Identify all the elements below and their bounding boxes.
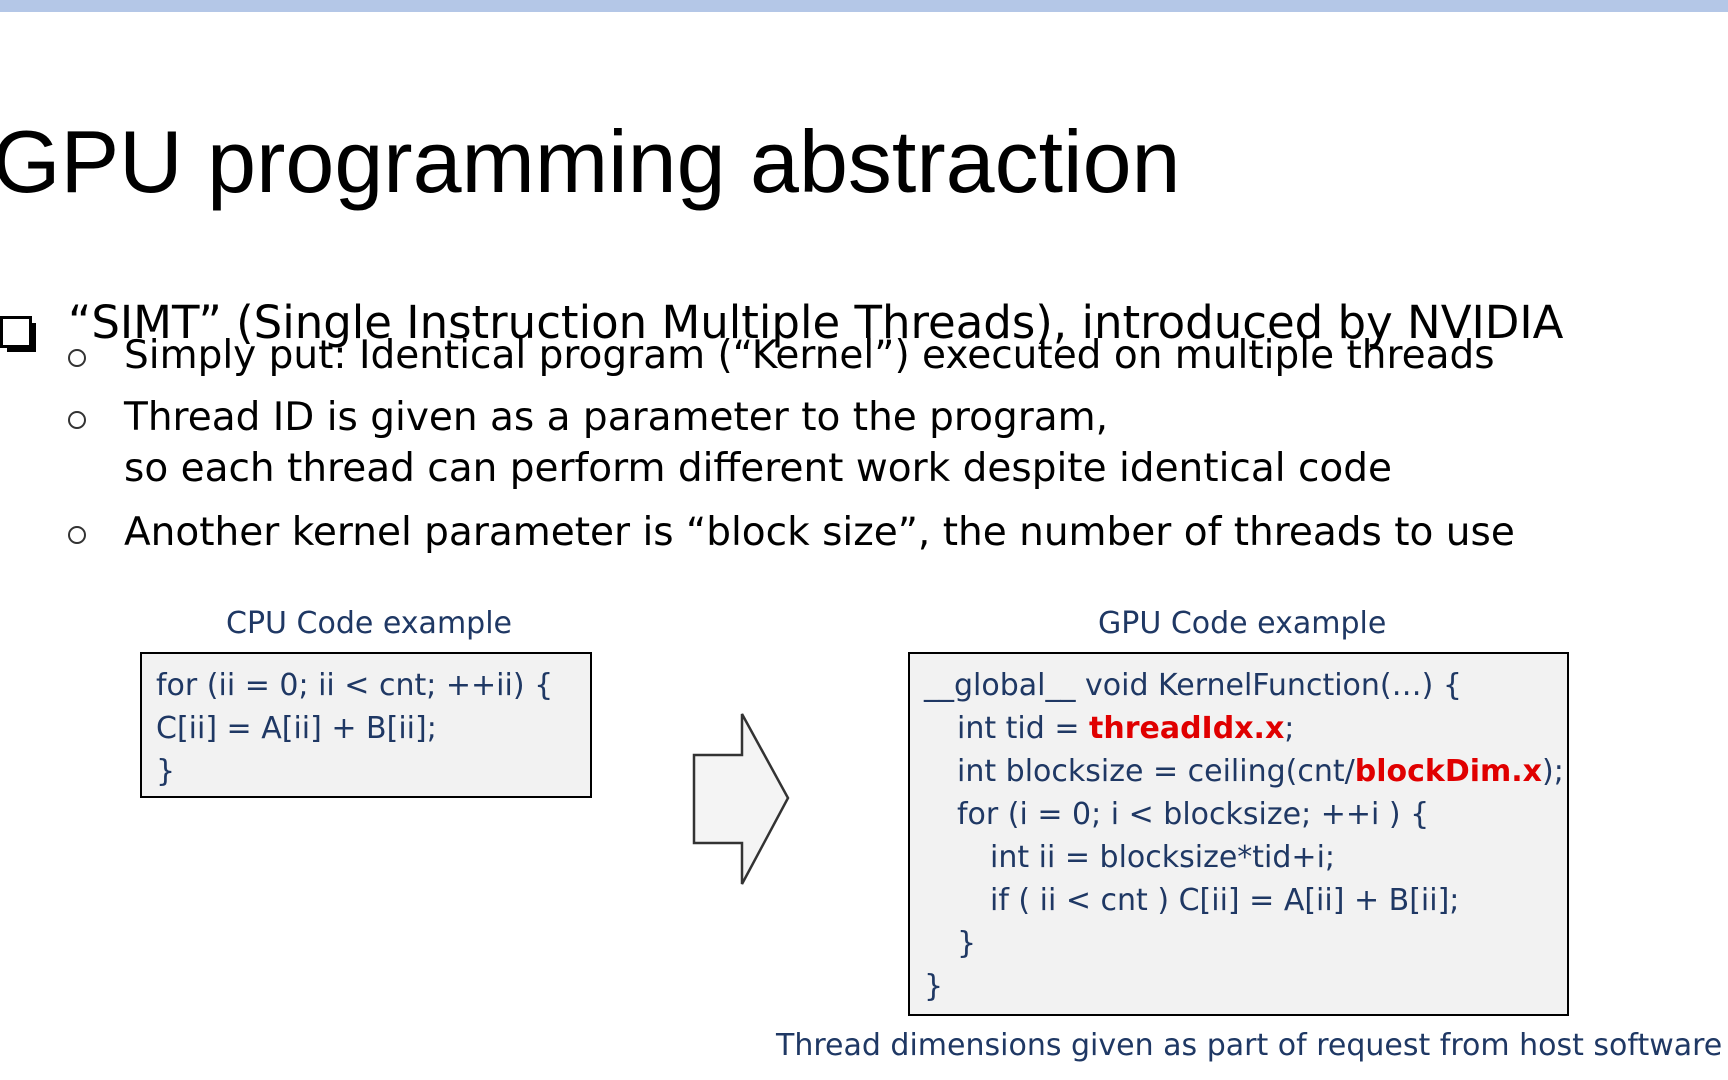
- gpu-code-line: for (i = 0; i < blocksize; ++i ) {: [924, 793, 1567, 836]
- code-text: ;: [1284, 711, 1295, 746]
- gpu-code-line: }: [924, 965, 1567, 1008]
- circle-bullet-icon: [68, 411, 86, 429]
- right-arrow-icon: [692, 712, 790, 897]
- gpu-code-line: int tid = threadIdx.x;: [924, 707, 1567, 750]
- code-text: int tid =: [957, 711, 1089, 746]
- sub-bullet-2-line-1: Thread ID is given as a parameter to the…: [124, 395, 1109, 440]
- circle-bullet-icon: [68, 349, 86, 367]
- code-text: );: [1542, 754, 1564, 789]
- gpu-code-line: if ( ii < cnt ) C[ii] = A[ii] + B[ii];: [924, 879, 1567, 922]
- code-text: for (i = 0; i < blocksize; ++i ) {: [957, 797, 1430, 832]
- circle-bullet-icon: [68, 526, 86, 544]
- gpu-code-line: }: [924, 922, 1567, 965]
- gpu-code-box: __global__ void KernelFunction(…) { int …: [908, 652, 1569, 1016]
- gpu-code-line: int ii = blocksize*tid+i;: [924, 836, 1567, 879]
- code-text: if ( ii < cnt ) C[ii] = A[ii] + B[ii];: [990, 883, 1460, 918]
- code-text: }: [924, 969, 944, 1004]
- gpu-code-line: __global__ void KernelFunction(…) {: [924, 664, 1567, 707]
- cpu-code-line: }: [156, 754, 176, 789]
- slide-title: GPU programming abstraction: [0, 112, 1181, 211]
- sub-bullet-3-text: Another kernel parameter is “block size”…: [124, 510, 1515, 555]
- code-text: }: [957, 926, 977, 961]
- code-keyword-highlight: blockDim.x: [1354, 754, 1543, 789]
- code-text: __global__ void KernelFunction(…) {: [924, 668, 1462, 703]
- cpu-code-line: for (ii = 0; ii < cnt; ++ii) {: [156, 668, 554, 703]
- slide-top-accent-bar: [0, 0, 1728, 12]
- gpu-code-line: int blocksize = ceiling(cnt/blockDim.x);: [924, 750, 1567, 793]
- sub-bullet-1-text: Simply put: Identical program (“Kernel”)…: [124, 333, 1495, 378]
- gpu-code-caption: GPU Code example: [1098, 606, 1387, 641]
- code-text: int ii = blocksize*tid+i;: [990, 840, 1336, 875]
- cpu-code-box: for (ii = 0; ii < cnt; ++ii) { C[ii] = A…: [140, 652, 592, 798]
- checkbox-square-icon: [0, 306, 36, 352]
- code-text: int blocksize = ceiling(cnt/: [957, 754, 1355, 789]
- code-keyword-highlight: threadIdx.x: [1089, 711, 1285, 746]
- cpu-code-caption: CPU Code example: [226, 606, 512, 641]
- gpu-code-footnote: Thread dimensions given as part of reque…: [776, 1028, 1723, 1063]
- cpu-code-line: C[ii] = A[ii] + B[ii];: [156, 711, 437, 746]
- sub-bullet-2-line-2: so each thread can perform different wor…: [124, 446, 1393, 491]
- bullet-main-text: “SIMT” (Single Instruction Multiple Thre…: [68, 296, 1564, 349]
